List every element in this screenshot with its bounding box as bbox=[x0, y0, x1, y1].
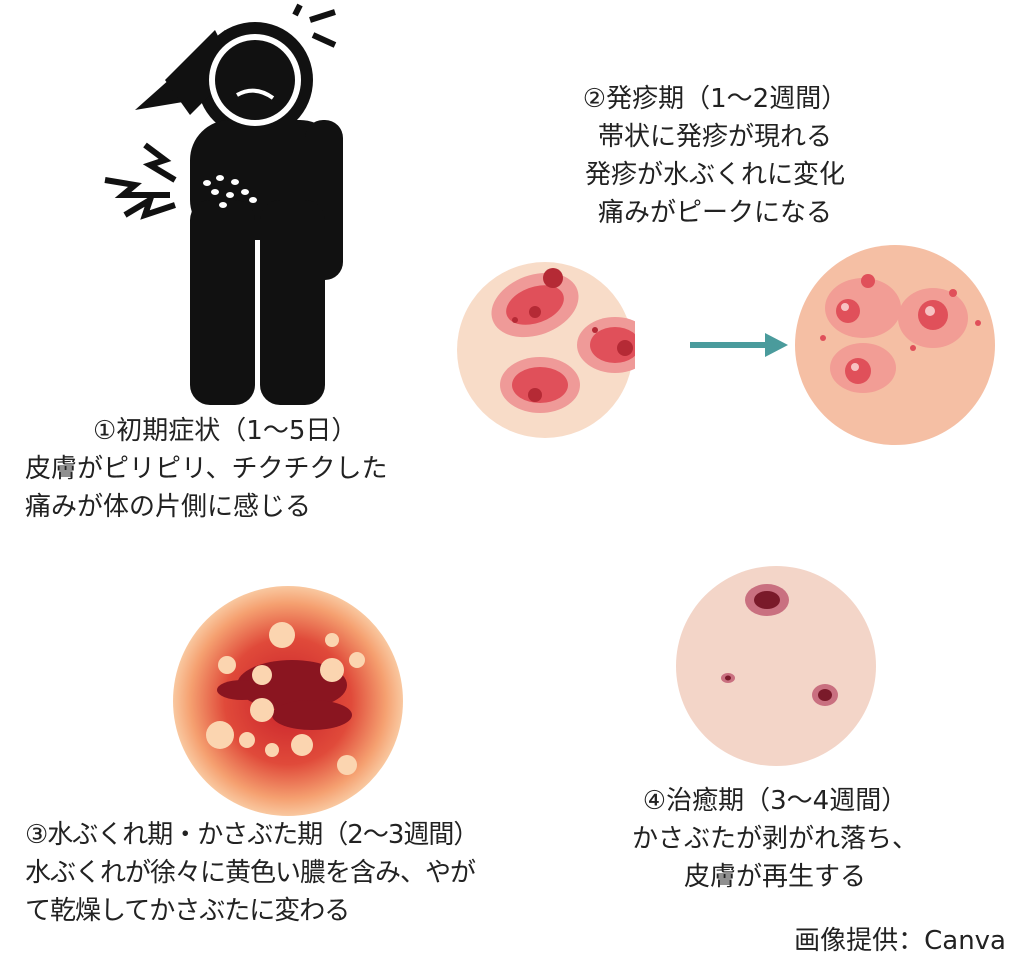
stage2-text: ②発疹期（1〜2週間） 帯状に発疹が現れる 発疹が水ぶくれに変化 痛みがピークに… bbox=[515, 80, 915, 232]
healing-skin-illustration bbox=[676, 566, 876, 766]
stage3-line: て乾燥してかさぶたに変わる bbox=[25, 896, 350, 926]
blister-skin-illustration bbox=[795, 245, 995, 445]
stage4-line: かさぶたが剥がれ落ち、 bbox=[631, 824, 918, 854]
stage3-line: 水ぶくれが徐々に黄色い膿を含み、やが bbox=[25, 858, 476, 888]
stage1-title: ①初期症状（1〜5日） bbox=[93, 416, 358, 446]
stage1-line: 痛みが体の片側に感じる bbox=[25, 492, 312, 522]
stage2-line: 発疹が水ぶくれに変化 bbox=[584, 160, 845, 190]
stage4-text: ④治癒期（3〜4週間） かさぶたが剥がれ落ち、 皮膚が再生する bbox=[575, 782, 975, 896]
stage1-line: 皮膚がピリピリ、チクチクした bbox=[25, 454, 388, 484]
arrow-icon bbox=[690, 333, 788, 357]
rash-skin-illustration bbox=[457, 262, 635, 438]
stage4-line: 皮膚が再生する bbox=[683, 862, 866, 892]
scab-skin-illustration bbox=[173, 586, 403, 816]
person-pain-illustration bbox=[104, 3, 343, 405]
stage2-line: 痛みがピークになる bbox=[597, 198, 832, 228]
stage3-title: ③水ぶくれ期・かさぶた期（2〜3週間） bbox=[25, 820, 479, 850]
stage2-line: 帯状に発疹が現れる bbox=[597, 122, 832, 152]
stage3-text: ③水ぶくれ期・かさぶた期（2〜3週間） 水ぶくれが徐々に黄色い膿を含み、やが て… bbox=[25, 816, 479, 930]
stage4-title: ④治癒期（3〜4週間） bbox=[642, 786, 908, 816]
stage1-text: ①初期症状（1〜5日） 皮膚がピリピリ、チクチクした 痛みが体の片側に感じる bbox=[25, 412, 387, 526]
stage2-title: ②発疹期（1〜2週間） bbox=[582, 84, 848, 114]
image-credit: 画像提供：Canva bbox=[794, 926, 1006, 956]
